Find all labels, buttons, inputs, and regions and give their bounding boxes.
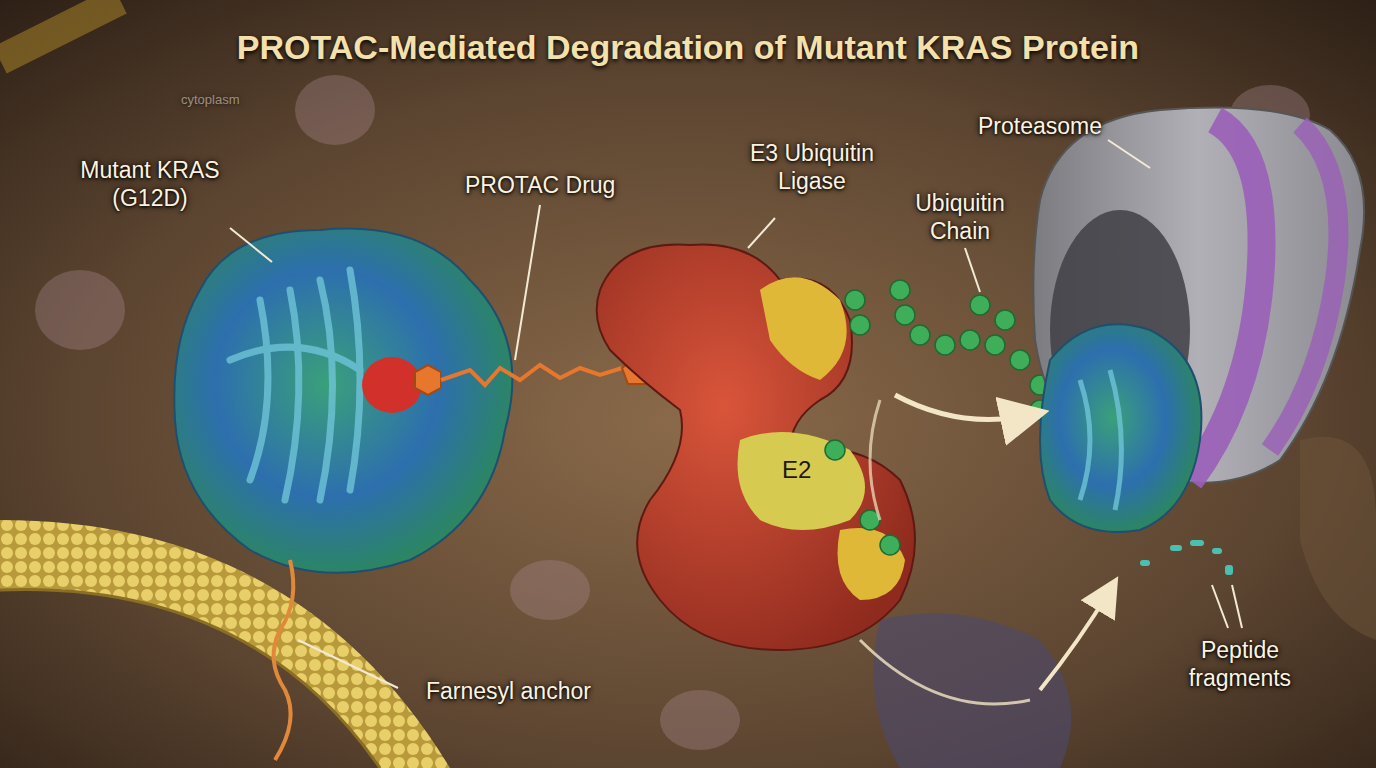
callout-label: cytoplasm xyxy=(181,92,240,108)
callout-label: E3 Ubiquitin Ligase xyxy=(737,140,887,195)
diagram-title: PROTAC-Mediated Degradation of Mutant KR… xyxy=(0,28,1376,67)
callout-label: Proteasome xyxy=(978,113,1102,141)
subunit-label: E2 xyxy=(782,456,811,484)
callout-label: Farnesyl anchor xyxy=(426,678,591,706)
callout-label: Mutant KRAS (G12D) xyxy=(65,157,235,212)
callout-label: Peptide fragments xyxy=(1180,637,1300,692)
protein-subunit: E2 xyxy=(766,446,827,494)
callout-label: PROTAC Drug xyxy=(465,172,615,200)
callout-label: Ubiquitin Chain xyxy=(895,190,1025,245)
